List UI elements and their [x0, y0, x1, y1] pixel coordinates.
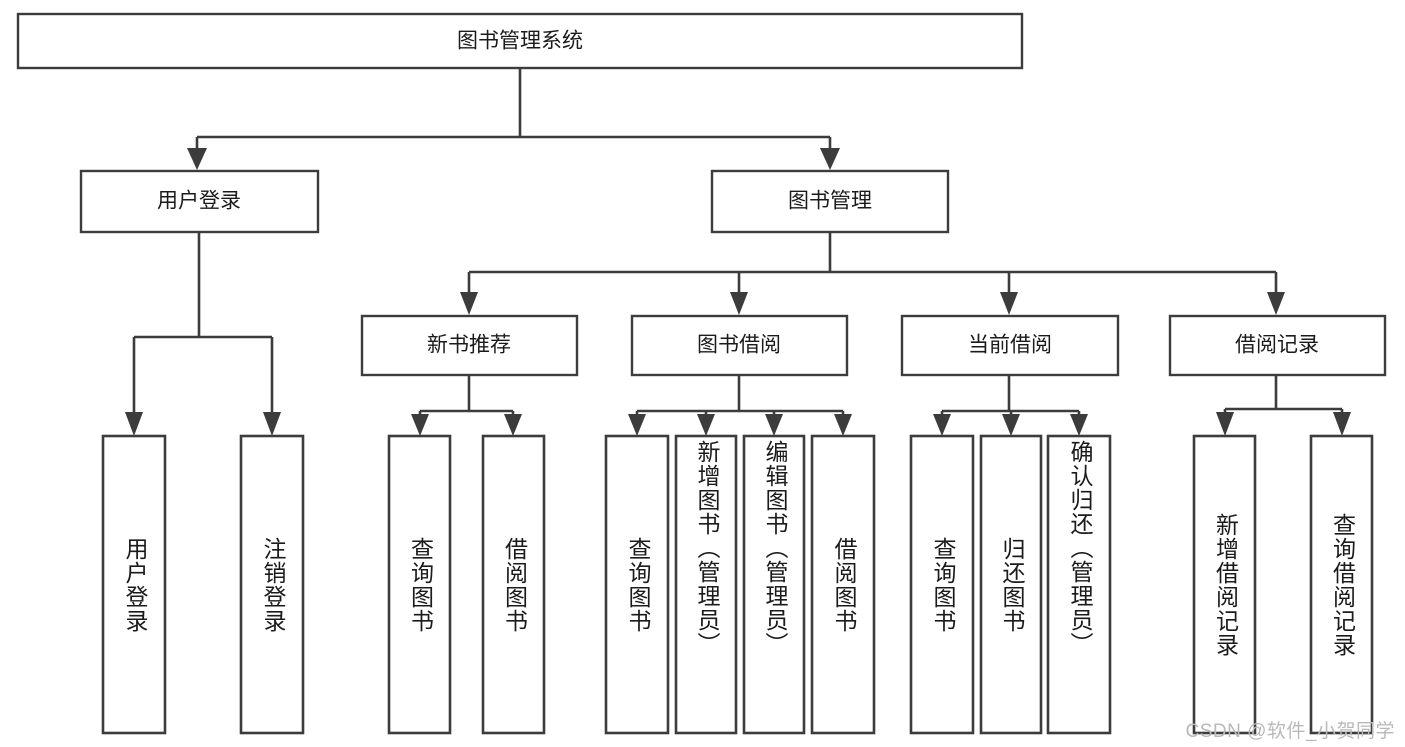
- leaf-box-confirm-return-admin[interactable]: [1046, 434, 1112, 735]
- arrow-head-icon: [1216, 412, 1234, 436]
- arrow-head-icon: [834, 414, 852, 436]
- node-label: 当前借阅: [968, 334, 1052, 357]
- leaf-box-query-book-borrow[interactable]: [604, 434, 670, 735]
- leaf-box-return-book[interactable]: [979, 434, 1043, 735]
- node-book-borrow[interactable]: 图书借阅: [630, 314, 849, 377]
- connector-currentborrow-to-leaves: [933, 375, 1088, 436]
- arrow-head-icon: [1002, 414, 1020, 436]
- node-book-management[interactable]: 图书管理: [710, 169, 950, 234]
- arrow-head-icon: [933, 414, 951, 436]
- connector-bookborrow-to-leaves: [628, 375, 852, 436]
- node-user-login[interactable]: 用户登录: [79, 169, 320, 234]
- node-label: 图书借阅: [697, 334, 781, 357]
- connector-newbook-to-leaves: [411, 375, 522, 436]
- node-new-book-recommend[interactable]: 新书推荐: [360, 314, 579, 377]
- node-borrow-record[interactable]: 借阅记录: [1168, 314, 1387, 377]
- node-current-borrow[interactable]: 当前借阅: [900, 314, 1120, 377]
- leaf-box-add-book-admin[interactable]: [674, 434, 738, 735]
- arrow-head-icon: [263, 412, 281, 436]
- arrow-head-icon: [125, 412, 143, 436]
- arrow-head-icon: [1000, 292, 1018, 315]
- node-box: [360, 314, 579, 377]
- node-box: [900, 314, 1120, 377]
- arrow-head-icon: [820, 148, 840, 170]
- node-box: [1168, 314, 1387, 377]
- node-box: [630, 314, 849, 377]
- leaf-box-user-login[interactable]: [101, 434, 167, 735]
- connector-root-to-level2: [187, 68, 840, 170]
- leaf-box-edit-book-admin[interactable]: [742, 434, 806, 735]
- leaf-box-borrow-book-borrow[interactable]: [810, 434, 876, 735]
- arrow-head-icon: [187, 148, 207, 170]
- leaf-box-query-book-current[interactable]: [909, 434, 975, 735]
- leaf-box-logout-login[interactable]: [239, 434, 305, 735]
- connector-userlogin-to-leaves: [125, 232, 281, 436]
- arrow-head-icon: [730, 292, 748, 315]
- node-label: 用户登录: [157, 190, 241, 213]
- arrow-head-icon: [765, 414, 783, 436]
- leaf-box-borrow-book-newbook[interactable]: [481, 434, 546, 735]
- arrow-head-icon: [1333, 412, 1351, 436]
- connector-borrowrecord-to-leaves: [1216, 375, 1351, 436]
- arrow-head-icon: [628, 414, 646, 436]
- node-label: 图书管理: [788, 190, 872, 213]
- arrow-head-icon: [697, 414, 715, 436]
- node-box: [79, 169, 320, 234]
- leaf-box-query-borrow-record[interactable]: [1309, 434, 1374, 735]
- arrow-head-icon: [1070, 414, 1088, 436]
- connector-bookmgmt-to-level3: [460, 232, 1285, 315]
- node-root-book-management-system[interactable]: 图书管理系统: [16, 12, 1024, 70]
- node-label: 图书管理系统: [457, 30, 583, 53]
- node-label: 借阅记录: [1235, 334, 1319, 357]
- arrow-head-icon: [411, 414, 429, 436]
- node-box: [710, 169, 950, 234]
- arrow-head-icon: [460, 292, 478, 315]
- node-label: 新书推荐: [427, 334, 511, 357]
- arrow-head-icon: [504, 414, 522, 436]
- node-box: [16, 12, 1024, 70]
- leaf-box-query-book-newbook[interactable]: [387, 434, 452, 735]
- arrow-head-icon: [1267, 292, 1285, 315]
- leaf-box-add-borrow-record[interactable]: [1192, 434, 1257, 735]
